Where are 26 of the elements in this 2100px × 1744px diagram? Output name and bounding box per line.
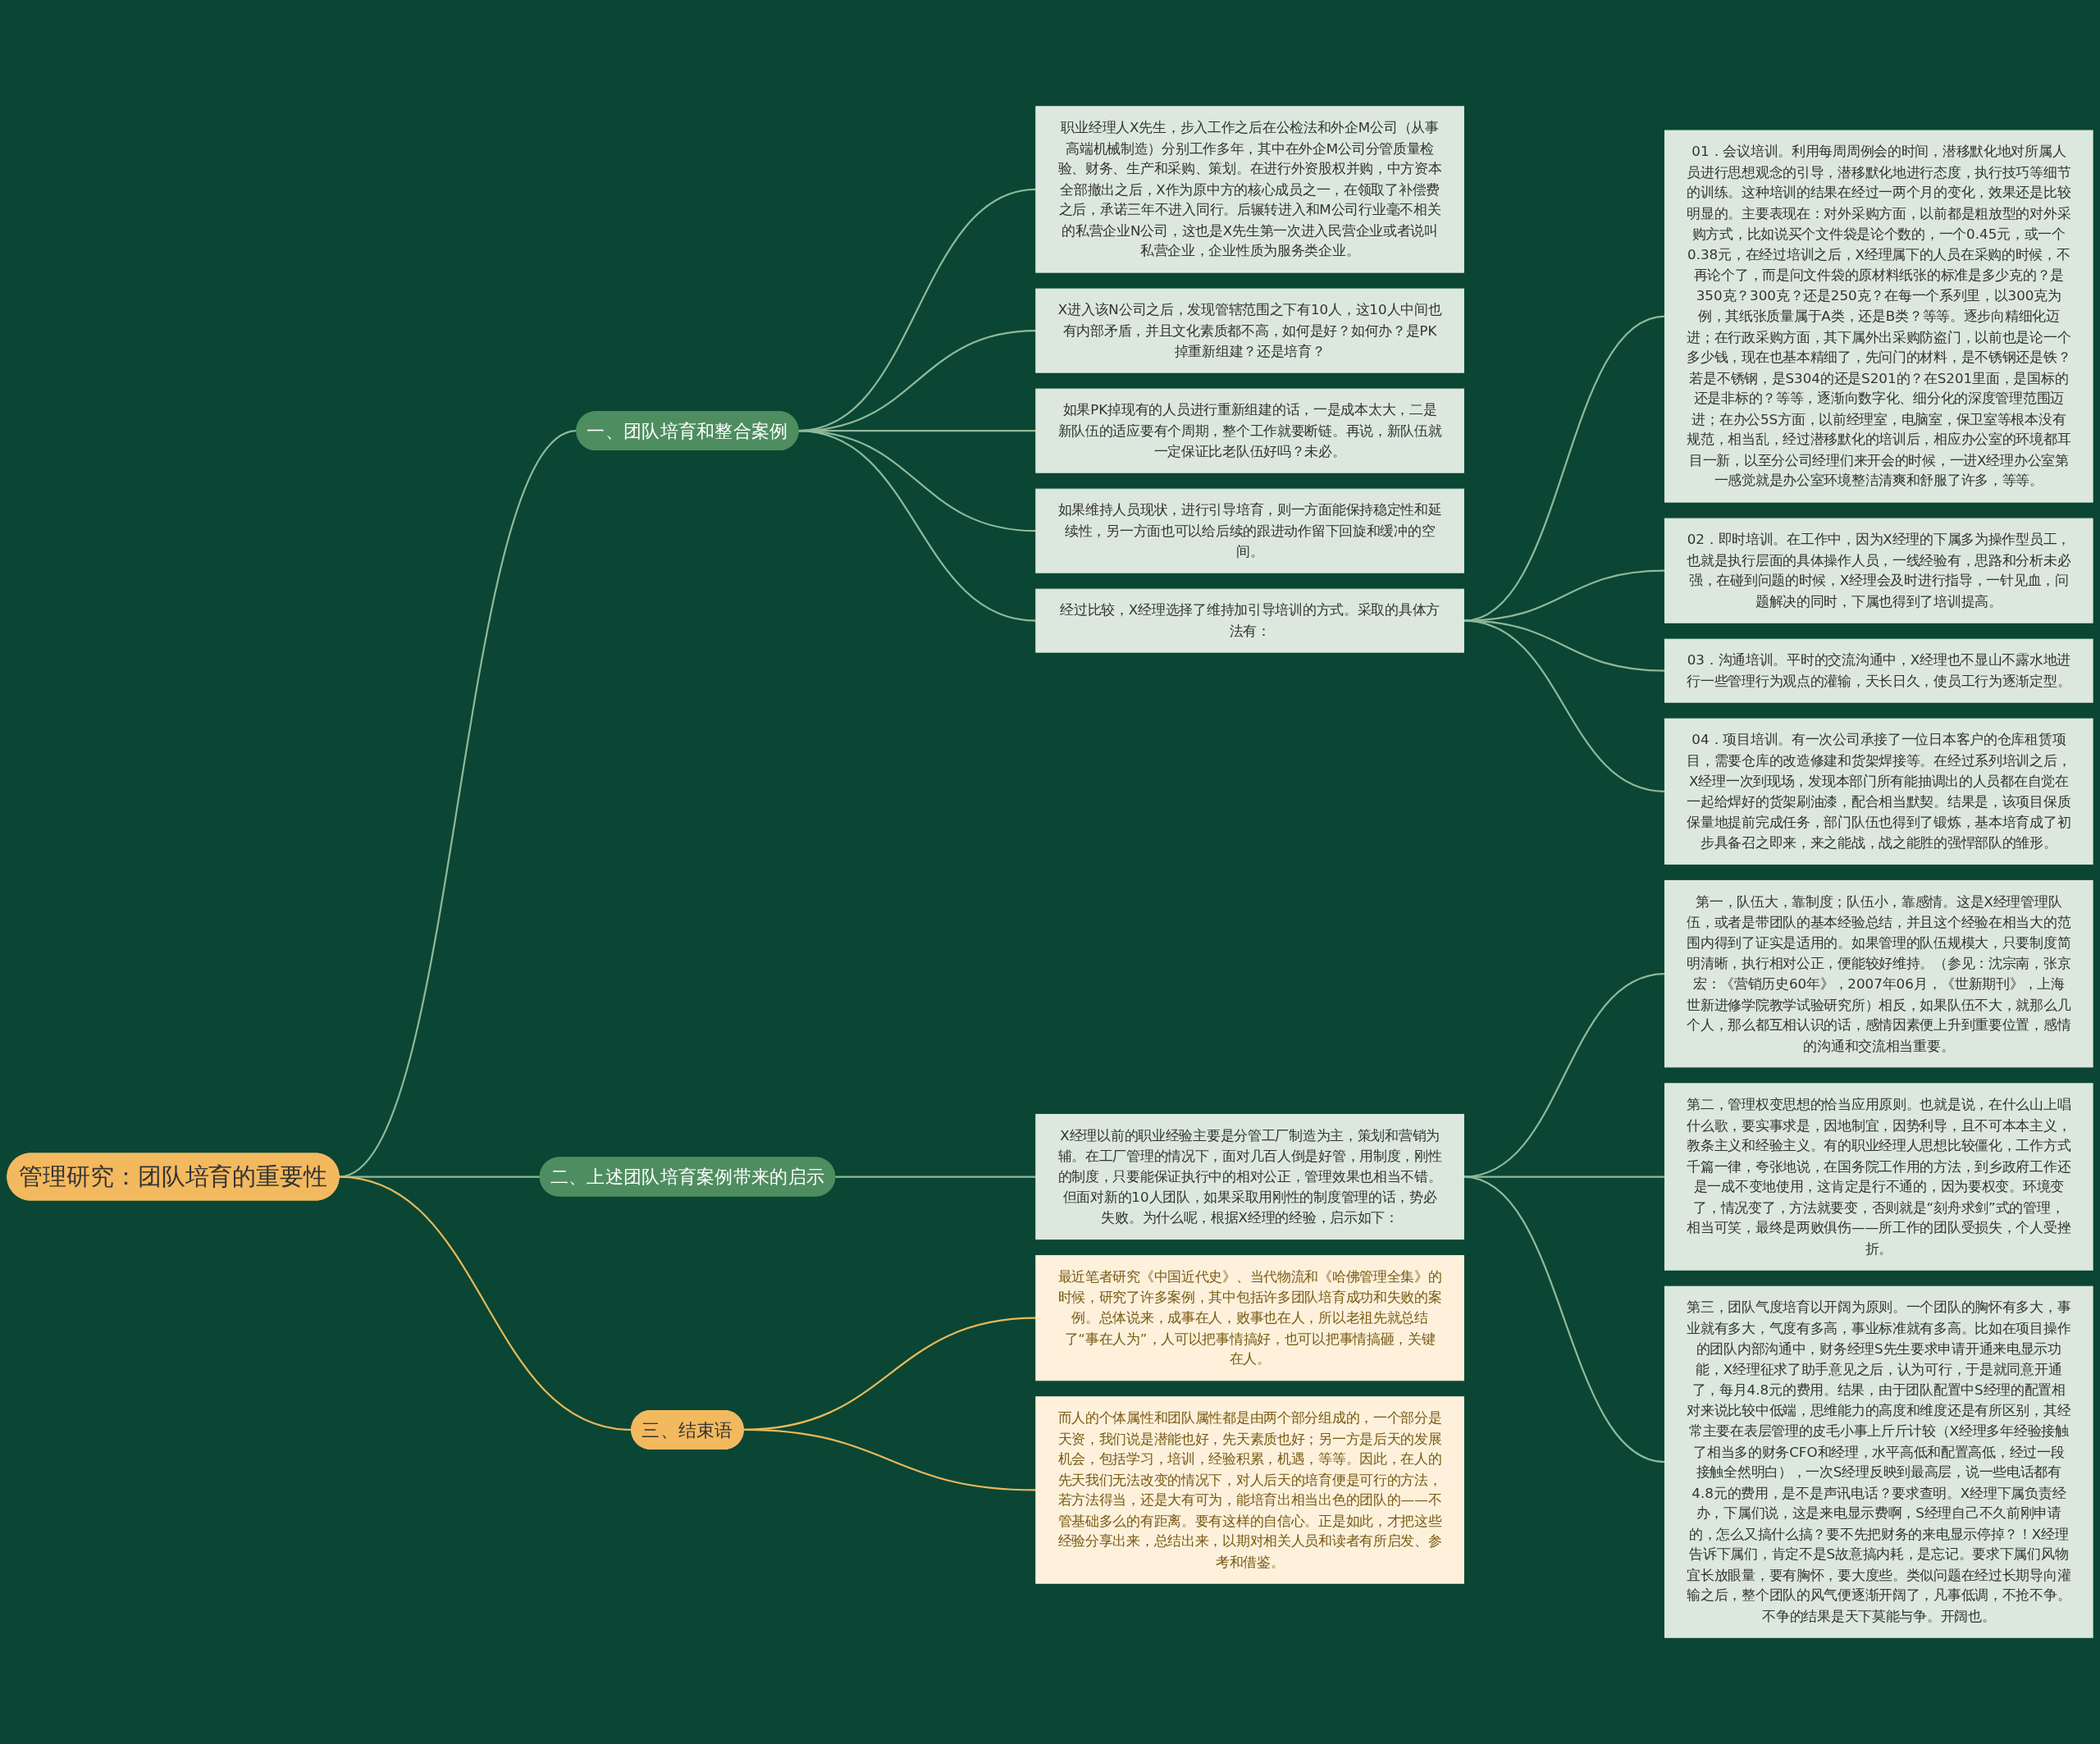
connector (1463, 973, 1665, 1178)
connector (1463, 619, 1665, 792)
node-box: 而人的个体属性和团队属性都是由两个部分组成的，一个部分是天资，我们说是潜能也好，先天素质也好；另一方是后天的发展机会，包括学习，培训，经验积累，机遇，等等。因此，在人的先天我们无法改变的情况下，对人后天的培育便是可行的方法，若方法得当，还是大有可为，能培育出相当出色的团队的——不管基础多么的有距离。要有这样的自信心。正是如此，才把这些经验分享出来，总结出来，以期对相关人员和读者有所启发、参考和借鉴。 (1035, 1396, 1464, 1584)
connector (339, 1176, 541, 1178)
node-box: X进入该N公司之后，发现管辖范围之下有10人，这10人中间也有内部矛盾，并且文化素质都不高，如何是好？如何办？是PK掉重新组建？还是培育？ (1035, 288, 1464, 373)
connector (338, 1176, 632, 1431)
node-box: 04．项目培训。有一次公司承接了一位日本客户的仓库租赁项目，需要仓库的改造修建和货架焊接等。在经过系列培训之后，X经理一次到现场，发现本部门所有能抽调出的人员都在自觉在一起给焊好的货架刷油漆，配合相当默契。结果是，该项目保质保量地提前完成任务，部门队伍也得到了锻炼，基本培育成了初步具备召之即来，来之能战，战之能胜的强悍部队的雏形。 (1664, 718, 2093, 865)
node-box: 02．即时培训。在工作中，因为X经理的下属多为操作型员工，也就是执行层面的具体操作人员，一线经验有，思路和分析未必强，在碰到问题的时候，X经理会及时进行指导，一针见血，问题解决的同时，下属也得到了培训提高。 (1664, 518, 2093, 623)
connector (1463, 1176, 1665, 1463)
node-box: 第二，管理权变思想的恰当应用原则。也就是说，在什么山上唱什么歌，要实事求是，因地制宜，因势利导，且不可本本主义，教条主义和经验主义。有的职业经理人思想比较僵化，工作方式千篇一律，夸张地说，在国务院工作用的方法，到乡政府工作还是一成不变地使用，这肯定是行不通的，因为要权变。环境变了，情况变了，方法就要变，否则就是“刻舟求剑”式的管理，相当可笑，最终是两败俱伤——所工作的团队受损失，个人受挫折。 (1664, 1083, 2093, 1271)
node-box: 第三，团队气度培育以开阔为原则。一个团队的胸怀有多大，事业就有多大，气度有多高，事业标准就有多高。比如在项目操作的团队内部沟通中，财务经理S先生要求申请开通来电显示功能，X经理征求了助手意见之后，认为可行，于是就同意开通了，每月4.8元的费用。结果，由于团队配置中S经理的配置相对来说比较中低端，思维能力的高度和维度还是有所区别，其经常主要在表层管理的皮毛小事上斤斤计较（X经理多年经验接触了相当多的财务CFO和经理，水平高低和配置高低，经过一段接触全然明白），一次S经理反映到最高层，说一些电话都有4.8元的费用，是不是声讯电话？要求查明。X经理下属负责经办，下属们说，这是来电显示费啊，S经理自己不久前刚申请的，怎么又搞什么搞？要不先把财务的来电显示停掉？！X经理告诉下属们，肯定不是S故意搞内耗，是忘记。要求下属们风物宜长放眼量，要有胸怀，要大度些。类似问题在经过长期导向灌输之后，整个团队的风气便逐渐开阔了，凡事低调，不抢不争。不争的结果是天下莫能与争。开阔也。 (1664, 1285, 2093, 1638)
node-box: 第一，队伍大，靠制度；队伍小，靠感情。这是X经理管理队伍，或者是带团队的基本经验总结，并且这个经验在相当大的范围内得到了证实是适用的。如果管理的队伍规模大，只要制度简明清晰，执行相对公正，便能较好维持。（参见：沈宗南，张京宏：《营销历史60年》，2007年06月，《世新期刊》，上海世新进修学院教学试验研究所）相反，如果队伍不大，就那么几个人，那么都互相认识的话，感情因素便上升到重要位置，感情的沟通和交流相当重要。 (1664, 879, 2093, 1068)
connector (797, 430, 1036, 622)
node-box: X经理以前的职业经验主要是分管工厂制造为主，策划和营销为辅。在工厂管理的情况下，面对几百人倒是好管，用制度，刚性的制度，只要能保证执行中的相对公正，管理效果也相当不错。但面对新的10人团队，如果采取用刚性的制度管理的话，势必失败。为什么呢，根据X经理的经验，启示如下： (1035, 1113, 1464, 1240)
node-box: 经过比较，X经理选择了维持加引导培训的方式。采取的具体方法有： (1035, 588, 1464, 653)
connector (1463, 315, 1665, 622)
node-box: 职业经理人X先生，步入工作之后在公检法和外企M公司（从事高端机械制造）分别工作多年，其中在外企M公司分管质量检验、财务、生产和采购、策划。在进行外资股权并购，中方资本全部撤出之后，X作为原中方的核心成员之一，在领取了补偿费之后，承诺三年不进入同行。后辗转进入和M公司行业毫不相关的私营企业N公司，这也是X先生第一次进入民营企业或者说叫私营企业，企业性质为服务类企业。 (1035, 106, 1464, 273)
connector (834, 1176, 1036, 1178)
node-box: 03．沟通培训。平时的交流沟通中，X经理也不显山不露水地进行一些管理行为观点的灌输，天长日久，使员工行为逐渐定型。 (1664, 638, 2093, 703)
connector (1463, 1176, 1665, 1178)
node-box: 如果PK掉现有的人员进行重新组建的话，一是成本太大，二是新队伍的适应要有个周期，整个工作就要断链。再说，新队伍就一定保证比老队伍好吗？未必。 (1035, 388, 1464, 473)
connector (743, 1428, 1036, 1491)
node-box: 01．会议培训。利用每周周例会的时间，潜移默化地对所属人员进行思想观念的引导，潜移默化地进行态度，执行技巧等细节的训练。这种培训的结果在经过一两个月的变化，效果还是比较明显的。主要表现在：对外采购方面，以前都是粗放型的对外采购方式，比如说买个文件袋是论个数的，一个0.45元，或一个0.38元，在经过培训之后，X经理属下的人员在采购的时候，不再论个了，而是问文件袋的原材料纸张的标准是多少克的？是350克？300克？还是250克？在每一个系列里，以300克为例，其纸张质量属于A类，还是B类？等等。逐步向精细化迈进；在行政采购方面，其下属外出采购防盗门，以前也是论一个多少钱，现在也基本精细了，先问门的材料，是不锈钢还是铁？若是不锈钢，是S304的还是S201的？在S201里面，是国标的还是非标的？等等，逐渐向数字化、细分化的深度管理范围迈进；在办公5S方面，以前经理室，电脑室，保卫室等根本没有规范，相当乱，经过潜移默化的培训后，相应办公室的环境都耳目一新，以至分公司经理们来开会的时候，一进X经理办公室第一感觉就是办公室环境整洁清爽和舒服了许多，等等。 (1664, 130, 2093, 503)
connector (1463, 569, 1665, 622)
node-box: 最近笔者研究《中国近代史》、当代物流和《哈佛管理全集》的时候，研究了许多案例，其中包括许多团队培育成功和失败的案例。总体说来，成事在人，败事也在人，所以老祖先就总结了“事在人为”，人可以把事情搞好，也可以把事情搞砸，关键在人。 (1035, 1255, 1464, 1381)
node-box: 如果维持人员现状，进行引导培育，则一方面能保持稳定性和延续性，另一方面也可以给后续的跟进动作留下回旋和缓冲的空间。 (1035, 488, 1464, 573)
